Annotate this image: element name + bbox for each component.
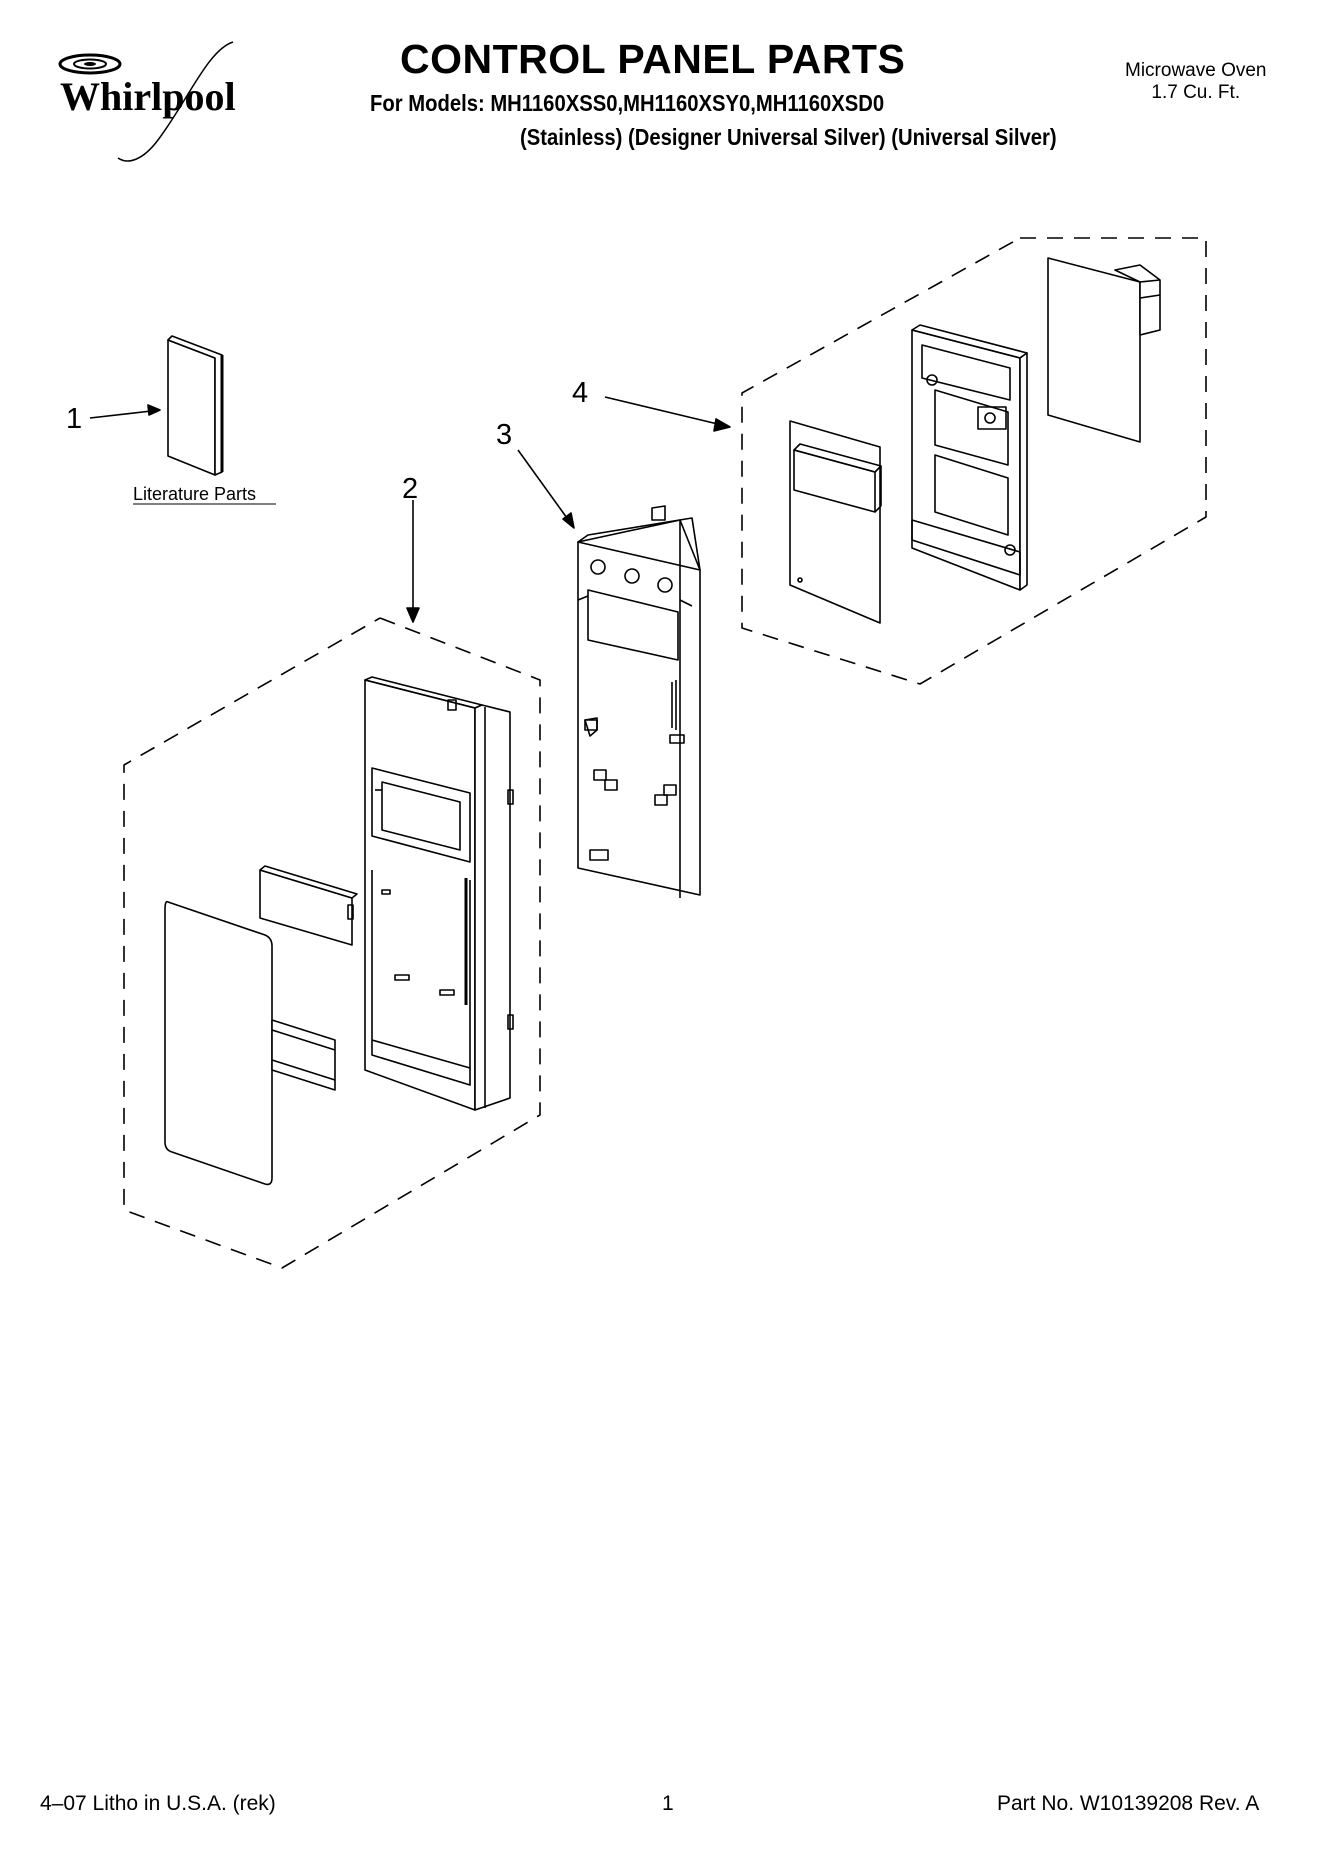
control-panel-frame — [364, 676, 514, 1111]
callout-1: 1 — [66, 403, 82, 435]
display-window-lens — [259, 865, 358, 946]
mounting-bracket — [577, 505, 701, 898]
item-4-dashed-group — [741, 237, 1207, 685]
product-capacity: 1.7 Cu. Ft. — [1151, 82, 1241, 103]
part-number: Part No. W10139208 Rev. A — [997, 1792, 1260, 1815]
page-number: 1 — [662, 1792, 674, 1815]
page-title: CONTROL PANEL PARTS — [400, 36, 906, 82]
whirlpool-logo: Whirlpool — [58, 41, 236, 162]
literature-booklet — [167, 335, 224, 476]
logo-wordmark: Whirlpool — [60, 74, 236, 119]
control-board-frame — [911, 324, 1028, 591]
logo-swirl-icon — [58, 53, 122, 75]
callout-2: 2 — [402, 473, 418, 505]
product-info: Microwave Oven 1.7 Cu. Ft. — [1125, 60, 1267, 104]
item-2-dashed-group — [123, 617, 541, 1269]
display-circuit-board — [789, 420, 882, 624]
main-circuit-board — [1047, 257, 1161, 443]
model-variants: (Stainless) (Designer Universal Silver) … — [520, 124, 1057, 150]
model-list: For Models: MH1160XSS0,MH1160XSY0,MH1160… — [370, 90, 885, 116]
litho-note: 4–07 Litho in U.S.A. (rek) — [40, 1792, 276, 1815]
callout-4: 4 — [572, 377, 588, 409]
literature-parts-label: Literature Parts — [133, 484, 256, 504]
callout-3: 3 — [496, 419, 512, 451]
keypad-overlay — [164, 900, 336, 1186]
product-type: Microwave Oven — [1125, 60, 1267, 81]
